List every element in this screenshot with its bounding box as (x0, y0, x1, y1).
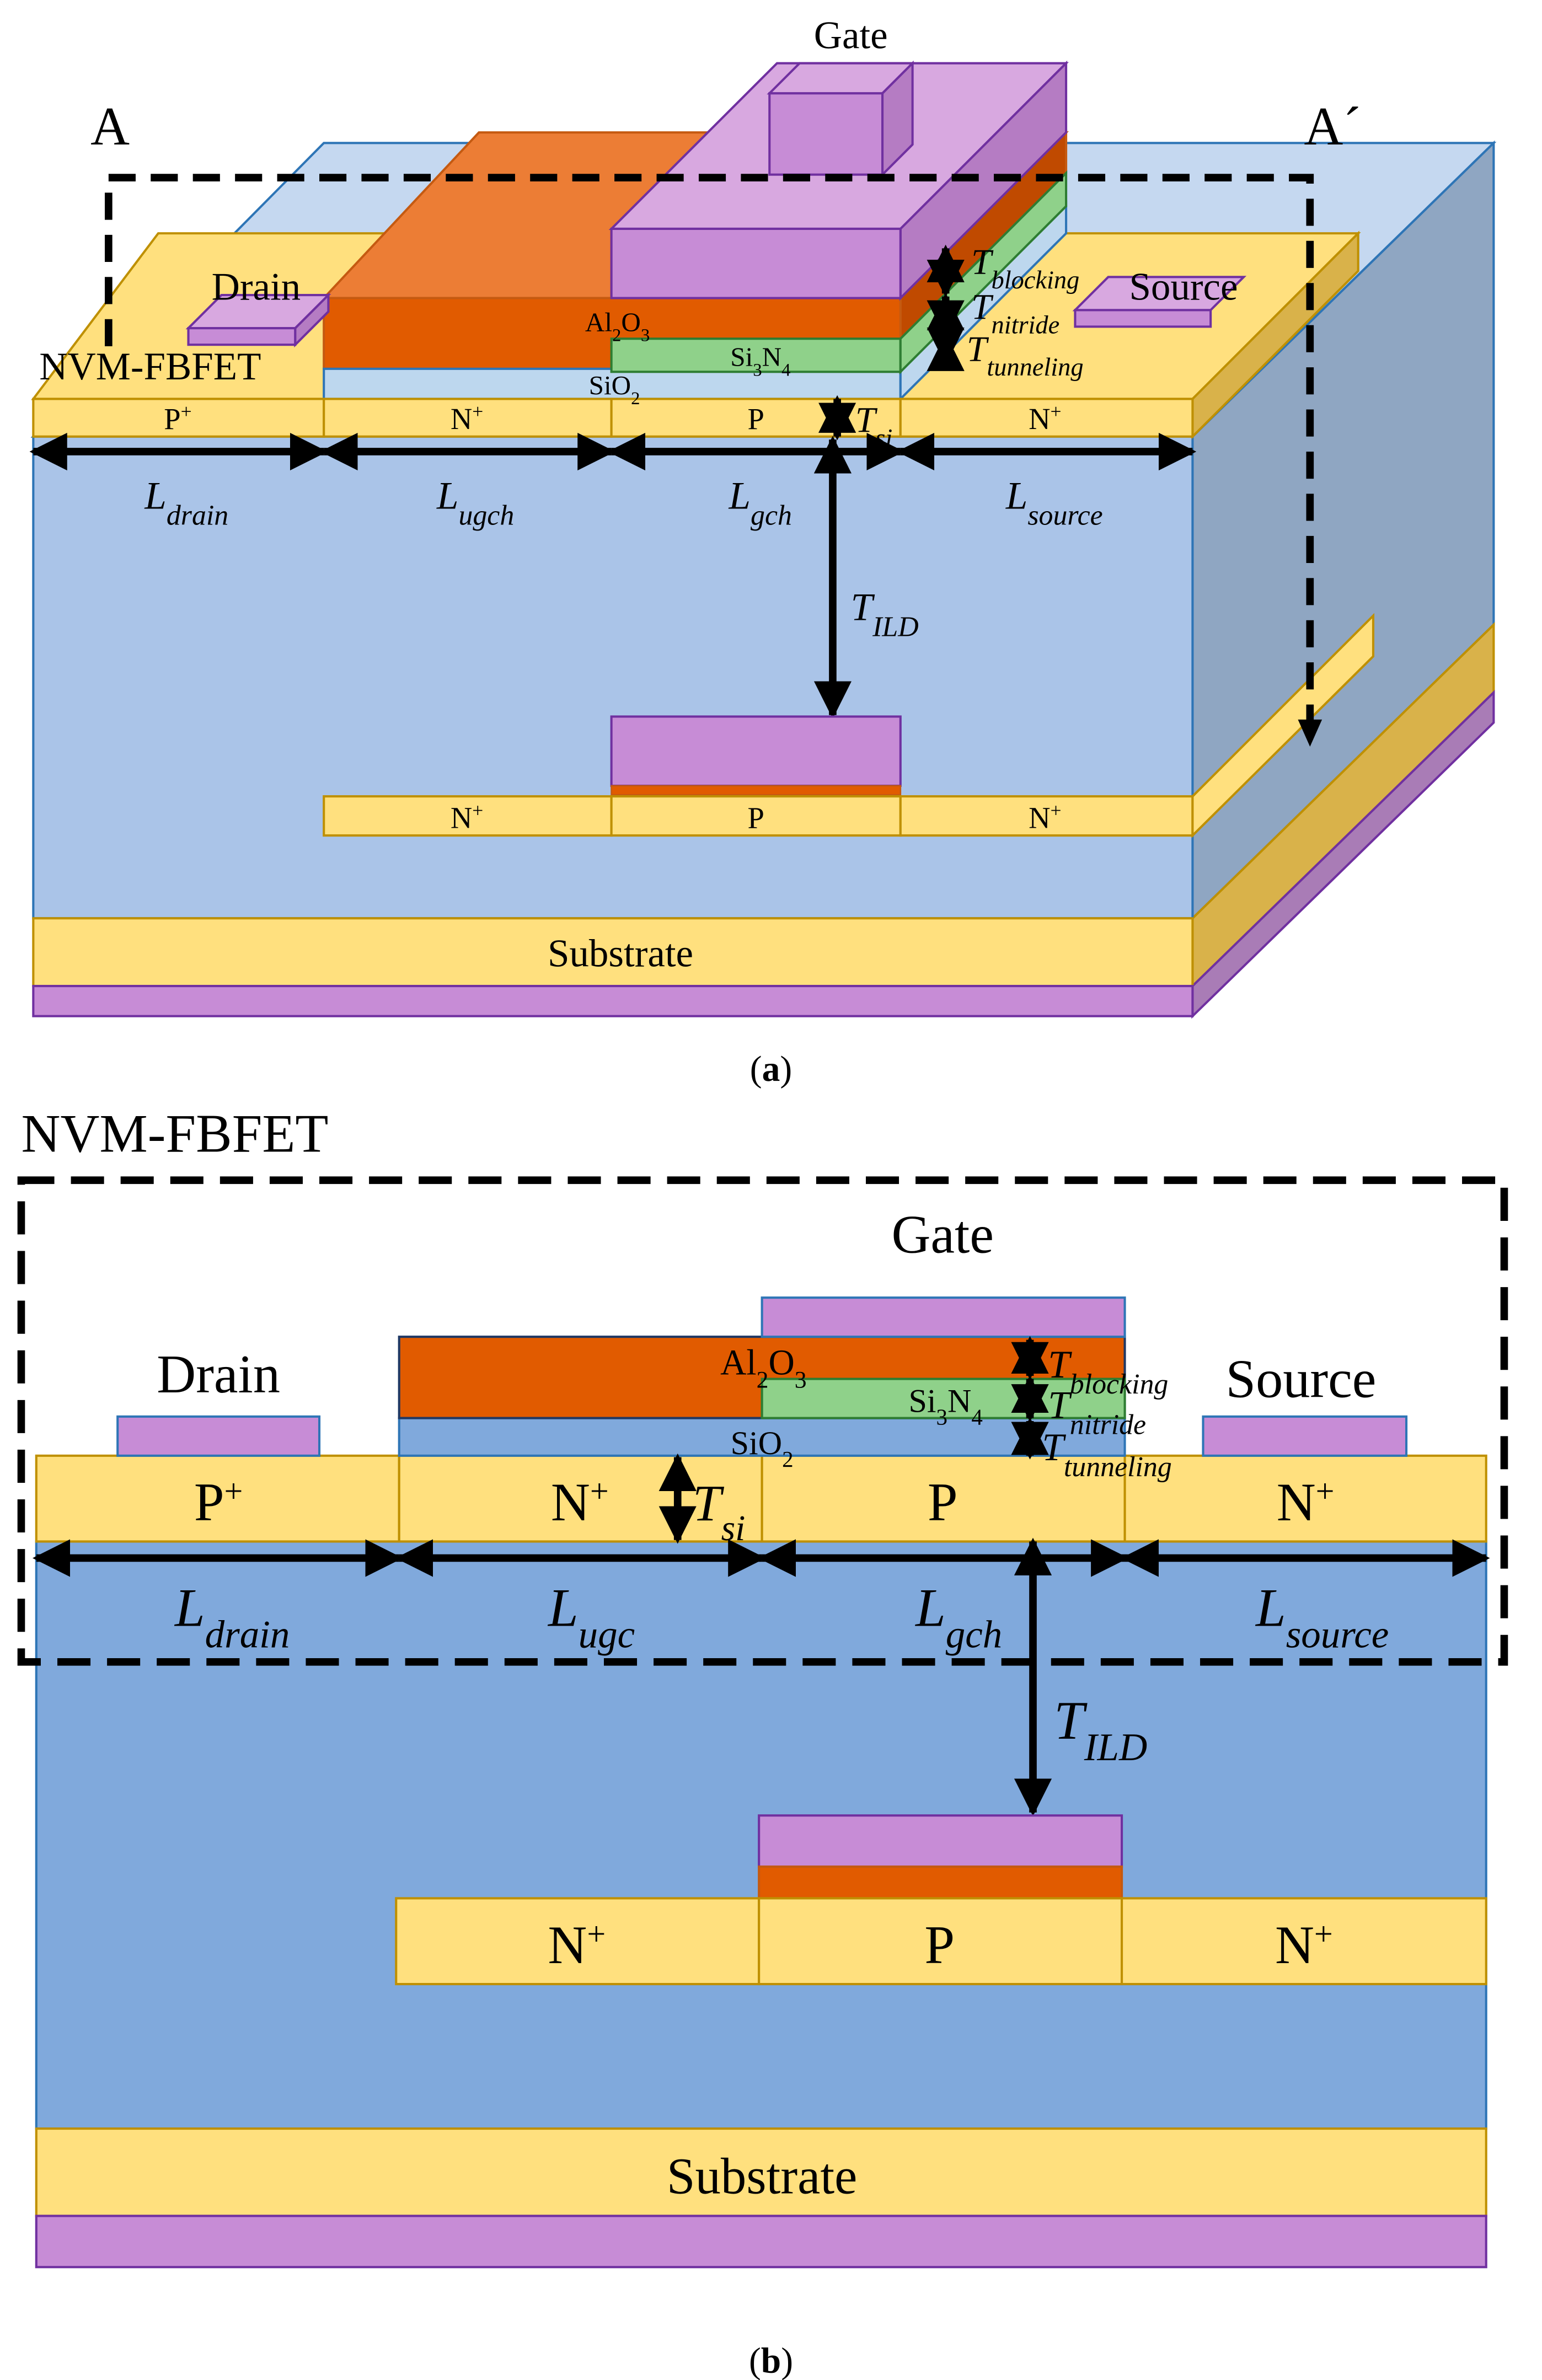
bottom-p-b (758, 1897, 1123, 1986)
section-cut-arrowhead (1298, 719, 1323, 747)
drain-contact-front (187, 327, 297, 346)
t-blocking-label-b: Tblocking (1048, 1343, 1168, 1400)
source-label-a: Source (1129, 265, 1238, 308)
gate-front-a (610, 227, 902, 299)
bottom-gate-oxide-b (758, 1866, 1123, 1900)
bottom-n-plus-label-b2: N+ (1275, 1915, 1333, 1975)
t-tunneling-label-b: Ttunneling (1042, 1426, 1171, 1483)
substrate-label-a: Substrate (548, 932, 693, 975)
p-plus-region-a (32, 398, 325, 438)
gate-label-b: Gate (891, 1204, 994, 1264)
bottom-n-plus-left-a (323, 795, 613, 837)
l-ugc-label-b: Lugc (547, 1578, 635, 1656)
n-plus-label-a2: N+ (1029, 400, 1061, 436)
substrate-b (35, 2127, 1487, 2217)
drain-contact-side (294, 292, 330, 348)
n-plus-region-ugch-a (323, 398, 613, 438)
t-tunneling-label-a: Ttunneling (967, 330, 1084, 382)
bottom-gate-metal-a (610, 715, 902, 787)
source-contact-front (1074, 309, 1212, 328)
bottom-p-label-a: P (748, 801, 764, 834)
p-plus-label-b: P+ (194, 1472, 243, 1532)
n-plus-region-source-b (1123, 1454, 1487, 1543)
gate-label-a: Gate (814, 14, 888, 57)
bottom-gate-metal-b (758, 1814, 1123, 1868)
section-label-a: A (90, 97, 130, 157)
t-nitride-label-a: Tnitride (971, 288, 1059, 340)
device-name-a: NVM-FBFET (39, 345, 261, 388)
panel-b: NVM-FBFET Substrate P+ N+ P N+ Gate Al2O… (17, 1103, 1508, 2380)
t-nitride-label-b: Tnitride (1048, 1384, 1146, 1441)
section-label-a-prime: A´ (1304, 97, 1361, 157)
si3n4-label-a: Si3N4 (730, 341, 790, 380)
l-ugch-label-a: Lugch (436, 475, 514, 532)
p-label-b: P (928, 1472, 958, 1532)
t-ild-label-b: TILD (1054, 1691, 1147, 1769)
bottom-metal-front (32, 985, 1194, 1017)
drain-label-a: Drain (212, 265, 301, 308)
l-gch-label-a: Lgch (729, 475, 792, 532)
al2o3-label-a: Al2O3 (585, 307, 650, 346)
sio2-label-b: SiO2 (731, 1424, 794, 1472)
sio2-label-a: SiO2 (589, 370, 640, 409)
drain-label-b: Drain (157, 1344, 280, 1405)
l-source-label-a: Lsource (1005, 475, 1103, 532)
bottom-n-plus-left-b (395, 1897, 761, 1986)
n-plus-label-a1: N+ (451, 400, 483, 436)
bottom-gate-oxide-a (611, 785, 902, 796)
n-plus-region-ugc-b (398, 1454, 763, 1543)
bottom-n-plus-right-b (1121, 1897, 1487, 1986)
p-plus-label-a: P+ (164, 400, 191, 436)
zoom-dashed-box-b (17, 1176, 1508, 1666)
l-drain-label-b: Ldrain (174, 1578, 290, 1656)
l-source-label-b: Lsource (1255, 1578, 1389, 1656)
bottom-n-plus-label-a2: N+ (1029, 799, 1061, 834)
si3n4-b (761, 1377, 1126, 1419)
al2o3-label-b: Al2O3 (720, 1343, 806, 1393)
substrate-label-b: Substrate (667, 2148, 857, 2205)
l-drain-label-a: Ldrain (144, 475, 228, 532)
n-plus-label-b2: N+ (1277, 1472, 1335, 1532)
caption-b: (b) (749, 2341, 793, 2380)
source-label-b: Source (1225, 1349, 1376, 1409)
drain-contact-b (116, 1415, 321, 1457)
panel-a: Substrate Gate P+ N+ P N+ (29, 14, 1497, 1089)
gate-contact-front (768, 92, 884, 176)
t-ild-label-a: TILD (851, 586, 919, 643)
l-gch-label-b: Lgch (914, 1578, 1002, 1656)
bottom-p-label-b: P (924, 1915, 955, 1975)
bottom-n-plus-label-b1: N+ (548, 1915, 606, 1975)
device-name-b: NVM-FBFET (22, 1103, 329, 1164)
bottom-metal-b (35, 2215, 1487, 2269)
gate-metal-b (761, 1296, 1126, 1338)
substrate-front (32, 917, 1194, 988)
caption-a: (a) (750, 1049, 792, 1089)
p-label-a: P (748, 402, 764, 436)
t-blocking-label-a: Tblocking (971, 243, 1079, 294)
source-contact-b (1202, 1415, 1408, 1457)
si3n4-label-b: Si3N4 (908, 1382, 982, 1430)
n-plus-label-b1: N+ (551, 1472, 609, 1532)
section-cut-line (105, 174, 1314, 738)
bottom-n-plus-label-a1: N+ (451, 799, 483, 834)
